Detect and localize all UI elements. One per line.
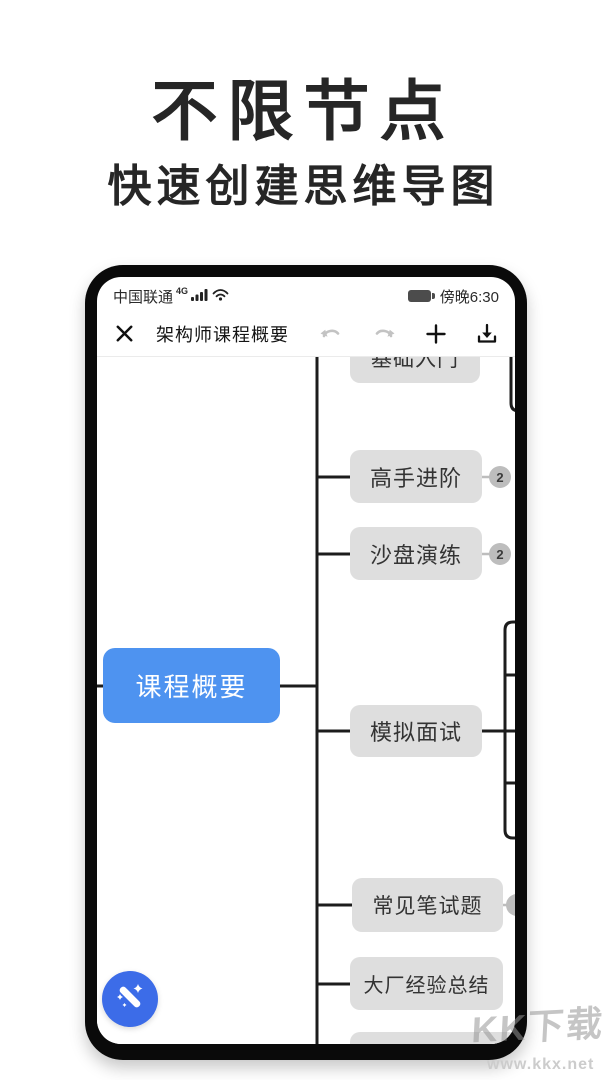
toolbar-actions — [318, 322, 499, 346]
map-node-sandbox[interactable]: 沙盘演练 — [350, 527, 482, 580]
redo-icon[interactable] — [371, 323, 397, 345]
undo-icon[interactable] — [318, 323, 344, 345]
wifi-icon — [212, 287, 229, 305]
collapsed-count-badge[interactable]: 2 — [489, 466, 511, 488]
carrier-label: 中国联通 — [113, 288, 174, 306]
map-node-experience[interactable]: 大厂经验总结 — [350, 957, 503, 1010]
map-node-advanced[interactable]: 高手进阶 — [350, 450, 482, 503]
connector-lines — [97, 357, 515, 1044]
magic-wand-fab[interactable] — [102, 971, 158, 1027]
close-icon[interactable] — [113, 322, 136, 345]
status-bar: 中国联通 4G — [97, 277, 515, 311]
watermark-url: www.kkx.net — [487, 1056, 595, 1073]
map-node-basics[interactable]: 基础入门 — [350, 357, 480, 383]
app-toolbar: 架构师课程概要 — [97, 311, 515, 357]
add-node-icon[interactable] — [424, 322, 448, 346]
signal-icon — [191, 287, 209, 306]
map-node-written-tests[interactable]: 常见笔试题 — [352, 878, 503, 932]
battery-icon — [408, 290, 435, 302]
hero-title: 不限节点 — [151, 74, 456, 148]
clock-label: 傍晚6:30 — [439, 288, 499, 306]
collapsed-count-badge-cut[interactable] — [506, 894, 515, 916]
mindmap-canvas[interactable]: 基础入门 高手进阶 2 沙盘演练 2 课程概要 模拟面试 常见笔试题 大厂经验总… — [97, 357, 515, 1044]
hero-subtitle: 快速创建思维导图 — [107, 162, 500, 211]
download-icon[interactable] — [475, 322, 499, 346]
network-type-label: 4G — [176, 286, 189, 296]
collapsed-count-badge[interactable]: 2 — [489, 543, 511, 565]
map-root-node[interactable]: 课程概要 — [103, 648, 280, 723]
map-node-mock-interview[interactable]: 模拟面试 — [350, 705, 482, 757]
map-node-cut-bottom[interactable] — [350, 1032, 515, 1044]
status-right: 傍晚6:30 — [408, 286, 499, 307]
magic-wand-icon — [114, 981, 146, 1018]
phone-mockup: 中国联通 4G — [85, 265, 527, 1060]
phone-screen: 中国联通 4G — [97, 277, 515, 1044]
document-title: 架构师课程概要 — [156, 324, 289, 345]
watermark-logo: KK下载 — [470, 1002, 606, 1051]
status-left: 中国联通 4G — [113, 286, 229, 307]
